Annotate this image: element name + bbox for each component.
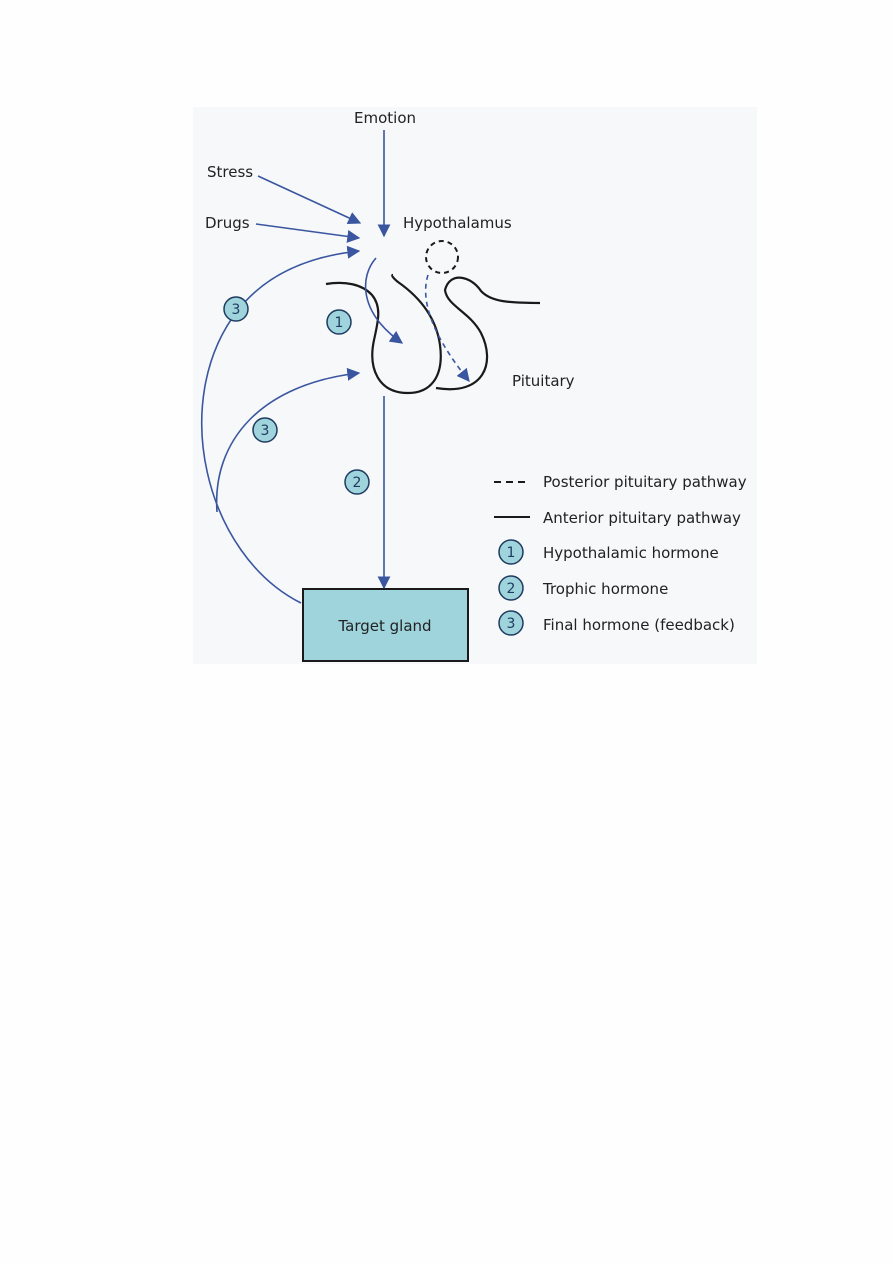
feedback-arrow-outer xyxy=(200,245,361,604)
target-gland-box xyxy=(302,588,469,662)
marker-hypothalamic: 1 xyxy=(326,309,352,335)
diagram-panel xyxy=(193,107,757,664)
svg-text:3: 3 xyxy=(261,423,270,439)
emotion-label: Emotion xyxy=(354,109,416,127)
marker-trophic: 2 xyxy=(344,469,370,495)
target-gland-label: Target gland xyxy=(337,617,431,635)
posterior-pathway-arrow xyxy=(424,274,470,383)
stress-arrow xyxy=(257,175,362,225)
drugs-arrow xyxy=(255,223,361,243)
legend-trophic-text: Trophic hormone xyxy=(542,580,668,598)
posterior-nucleus-circle xyxy=(425,240,459,274)
legend-marker-1: 1 xyxy=(498,539,524,565)
legend-posterior-text: Posterior pituitary pathway xyxy=(543,473,747,491)
legend-hypothalamic-text: Hypothalamic hormone xyxy=(543,544,719,562)
drugs-label: Drugs xyxy=(205,214,250,232)
hypothalamus-label: Hypothalamus xyxy=(403,214,512,232)
svg-text:1: 1 xyxy=(507,545,516,561)
marker-feedback-outer: 3 xyxy=(223,296,249,322)
svg-text:3: 3 xyxy=(507,616,516,632)
svg-text:2: 2 xyxy=(507,581,516,597)
svg-text:3: 3 xyxy=(232,302,241,318)
hypothalamus-outline xyxy=(325,273,442,395)
legend-anterior-text: Anterior pituitary pathway xyxy=(543,509,741,527)
feedback-arrow-inner xyxy=(215,367,361,513)
marker-feedback-inner: 3 xyxy=(252,417,278,443)
legend-feedback-text: Final hormone (feedback) xyxy=(543,616,735,634)
pituitary-label: Pituitary xyxy=(512,372,575,390)
svg-text:2: 2 xyxy=(353,475,362,491)
pituitary-outline xyxy=(435,276,541,391)
legend-marker-2: 2 xyxy=(498,575,524,601)
legend: Posterior pituitary pathway Anterior pit… xyxy=(494,473,747,636)
legend-marker-3: 3 xyxy=(498,610,524,636)
svg-text:1: 1 xyxy=(335,315,344,331)
hypothalamic-hormone-arrow xyxy=(364,257,404,344)
stress-label: Stress xyxy=(207,163,253,181)
